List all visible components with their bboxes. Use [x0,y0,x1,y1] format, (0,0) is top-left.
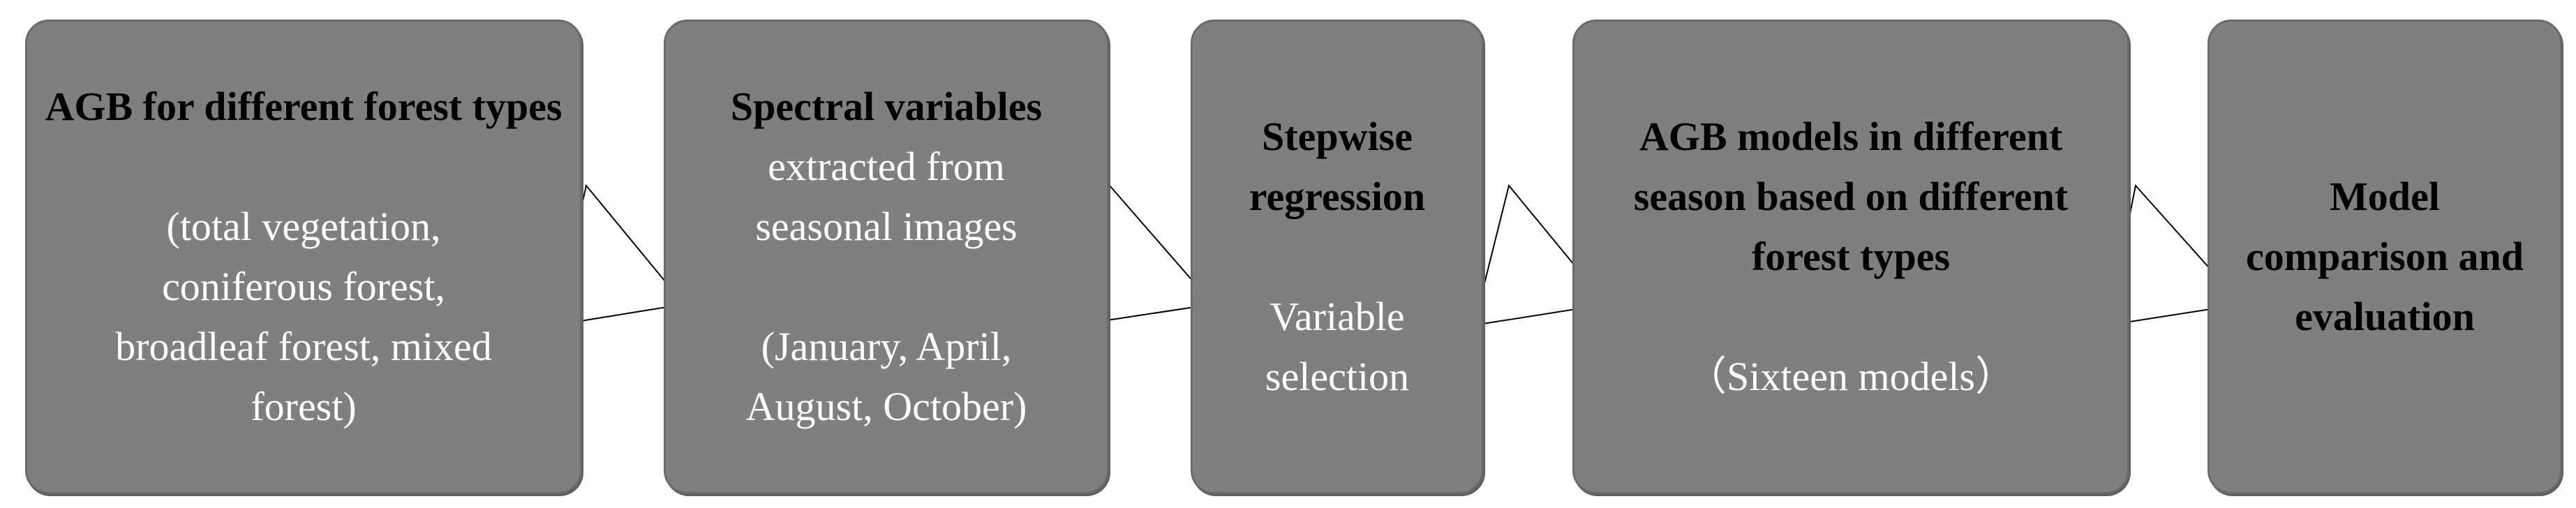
step-4-title-1: AGB models in different [1639,114,2063,159]
step-5-title-1: Model [2330,174,2440,219]
step-2-line-2: August, October) [745,384,1027,429]
step-3-line-1: Variable [1270,294,1405,339]
step-box-agb-forest-types: AGB for different forest types (total ve… [25,20,582,494]
step-2-subtitle-2: seasonal images [755,204,1018,249]
step-box-stepwise-regression: Stepwise regression Variable selection [1191,20,1484,494]
step-1-line-2: coniferous forest, [162,264,445,309]
step-box-spectral-variables: Spectral variables extracted from season… [664,20,1109,494]
step-4-line-1: （Sixteen models） [1685,354,2016,399]
step-3-title-1: Stepwise [1262,114,1413,159]
step-1-line-4: forest) [251,384,357,429]
step-2-line-1: (January, April, [761,324,1012,369]
step-box-agb-models: AGB models in different season based on … [1572,20,2129,494]
step-3-line-2: selection [1265,354,1410,399]
step-5-title-2: comparison and [2245,234,2524,279]
step-2-title: Spectral variables [730,84,1043,129]
step-5-title-3: evaluation [2295,294,2475,339]
step-1-line-1: (total vegetation, [166,204,441,249]
step-1-title: AGB for different forest types [45,84,563,129]
step-4-title-2: season based on different [1633,174,2069,219]
step-box-model-comparison: Model comparison and evaluation [2208,20,2562,494]
step-1-line-3: broadleaf forest, mixed [115,324,492,369]
step-2-subtitle-1: extracted from [768,144,1005,189]
step-3-title-2: regression [1249,174,1426,219]
step-4-title-3: forest types [1751,234,1951,279]
